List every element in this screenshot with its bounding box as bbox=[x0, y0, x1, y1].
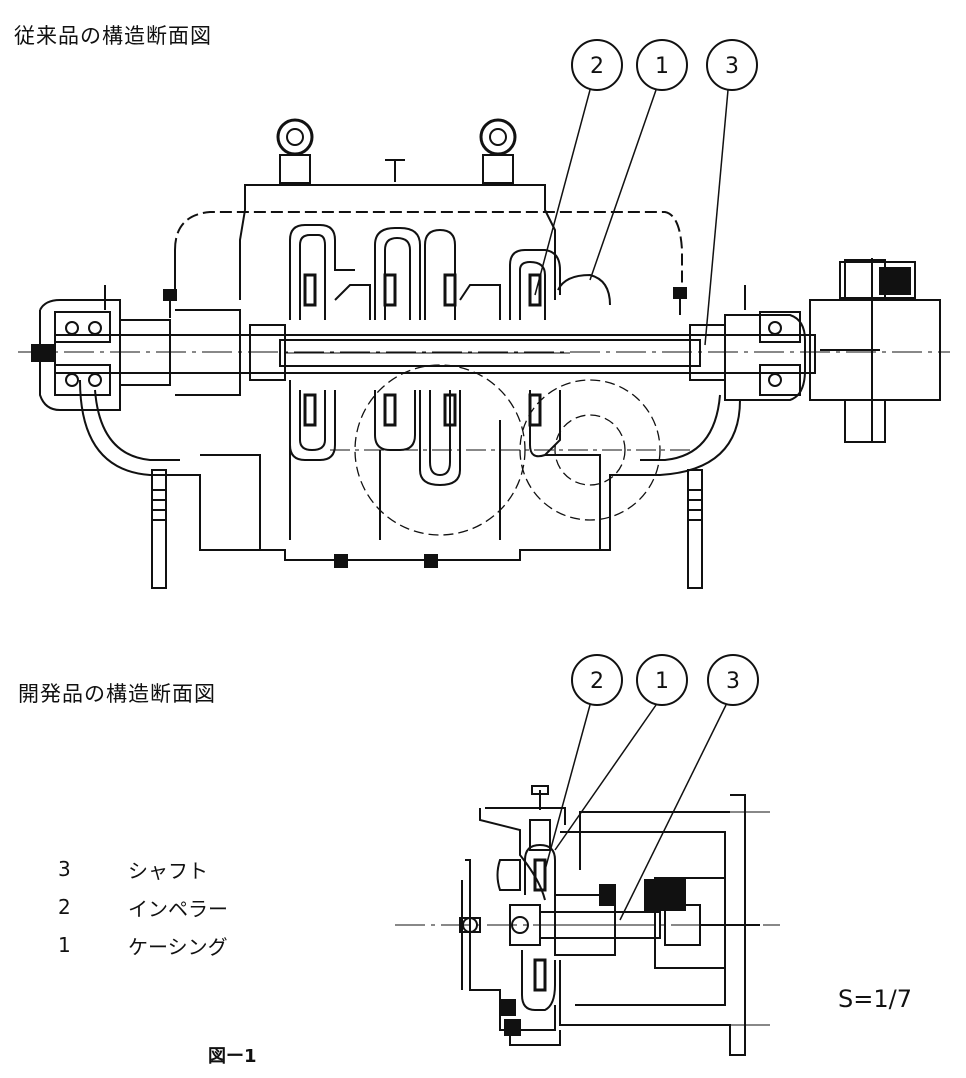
top-callout-2: 2 bbox=[590, 54, 604, 79]
bottom-section-title: 開発品の構造断面図 bbox=[18, 682, 216, 706]
parts-legend: 3 シャフト 2 インペラー 1 ケーシング bbox=[58, 850, 228, 964]
legend-label: シャフト bbox=[128, 858, 208, 883]
legend-row: 3 シャフト bbox=[58, 850, 228, 888]
scale-label: S=1/7 bbox=[838, 985, 912, 1013]
figure-caption: 図ー1 bbox=[208, 1046, 257, 1067]
legend-number: 1 bbox=[58, 933, 71, 957]
bottom-callout-2: 2 bbox=[590, 669, 604, 694]
top-callout-3: 3 bbox=[725, 54, 739, 79]
developed-pump-drawing: 2 1 3 bbox=[395, 654, 780, 1056]
conventional-pump-drawing: 2 1 3 bbox=[18, 39, 950, 589]
legend-label: インペラー bbox=[128, 896, 228, 921]
bottom-callout-3: 3 bbox=[726, 669, 740, 694]
top-section-title: 従来品の構造断面図 bbox=[14, 24, 212, 48]
legend-label: ケーシング bbox=[128, 934, 228, 959]
legend-number: 3 bbox=[58, 857, 71, 881]
top-callout-1: 1 bbox=[655, 54, 669, 79]
legend-row: 1 ケーシング bbox=[58, 926, 228, 964]
bottom-callout-1: 1 bbox=[655, 669, 669, 694]
legend-row: 2 インペラー bbox=[58, 888, 228, 926]
legend-number: 2 bbox=[58, 895, 71, 919]
